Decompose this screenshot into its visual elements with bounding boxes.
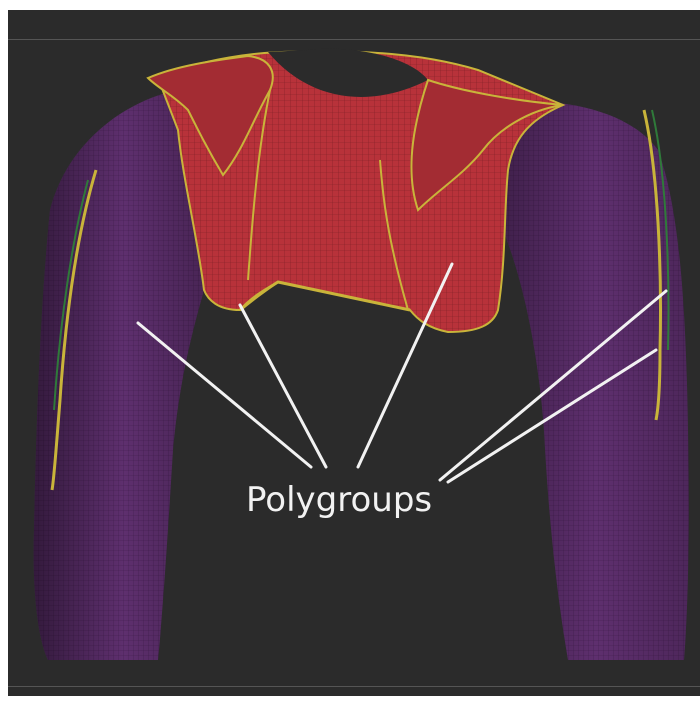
viewport: Polygroups [8, 10, 700, 696]
polygroups-label: Polygroups [246, 480, 432, 520]
viewport-bottom-divider [8, 686, 700, 687]
jacket-model-render [8, 10, 700, 696]
